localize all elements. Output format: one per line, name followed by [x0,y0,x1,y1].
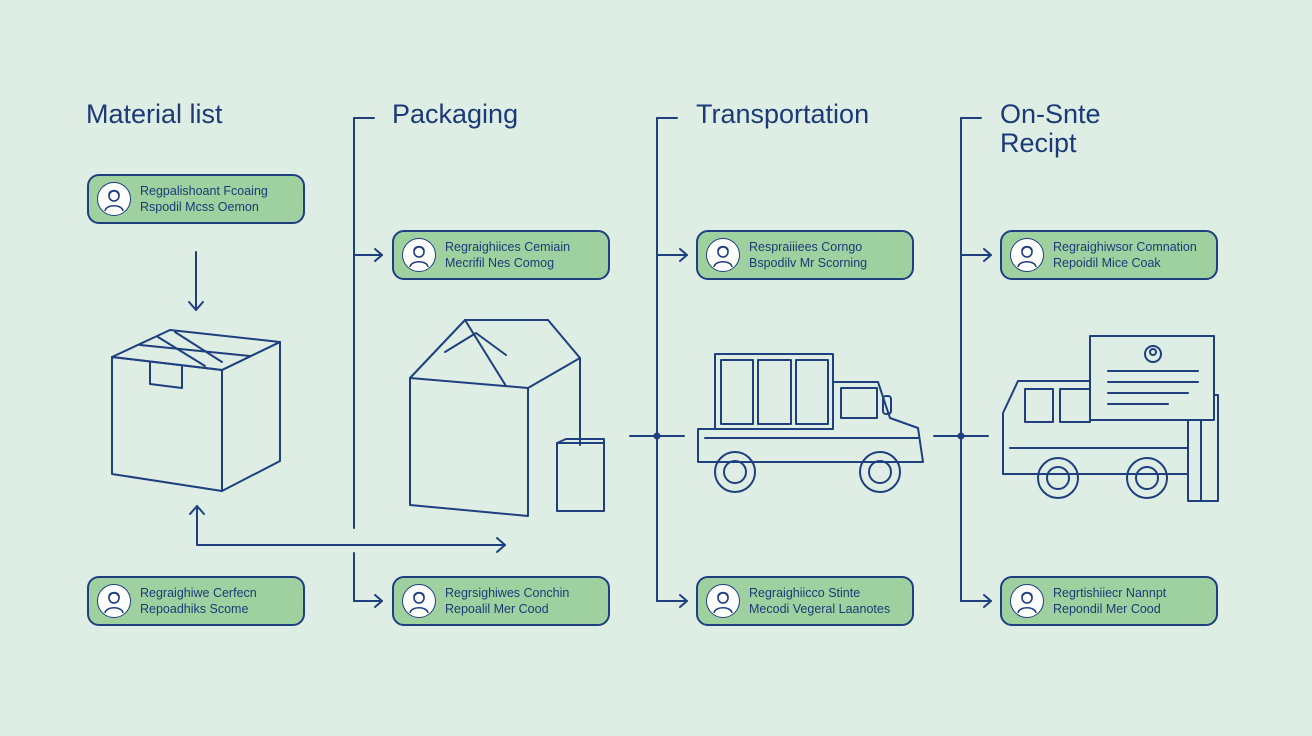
return-arrow-icon [189,505,506,553]
user-avatar-icon [706,584,740,618]
user-avatar-icon [706,238,740,272]
card-name: Repondil Mer Cood [1053,602,1161,616]
stage-title-line: On-Snte [1000,99,1101,129]
receipt-document-icon [1089,335,1215,421]
card-name: Mecodi Vegeral Laanotes [749,602,891,616]
card-text: Regraighiices Cemiain Mecrifil Nes Comog [445,239,570,271]
stage-title-on-site-receipt: On-Snte Recipt [1000,100,1101,158]
stage3-connector [656,117,688,608]
card-name: Repoalil Mer Cood [445,602,549,616]
packaging-bottom-card[interactable]: Regrsighiwes Conchin Repoalil Mer Cood [392,576,610,626]
card-name: Repoadhiks Scome [140,602,249,616]
card-name: Rspodil Mcss Oemon [140,200,259,214]
card-text: Regraighiicco Stinte Mecodi Vegeral Laan… [749,585,890,617]
user-avatar-icon [97,584,131,618]
card-role: Regraighiicco Stinte [749,586,861,600]
stage4-connector [960,117,992,608]
box-icon [111,329,281,492]
down-arrow-icon [188,251,204,311]
card-role: Regrsighiwes Conchin [445,586,570,600]
on-site-receipt-top-card[interactable]: Regraighiwsor Comnation Repoidil Mice Co… [1000,230,1218,280]
card-name: Repoidil Mice Coak [1053,256,1161,270]
card-text: Regrtishiiecr Nannpt Repondil Mer Cood [1053,585,1166,617]
card-text: Respraiiiees Corngo Bspodilv Mr Scorning [749,239,867,271]
stage2-connector [353,117,383,608]
stage-title-line: Material list [86,99,223,129]
card-name: Bspodilv Mr Scorning [749,256,868,270]
card-text: Regraighiwsor Comnation Repoidil Mice Co… [1053,239,1197,271]
material-list-bottom-card[interactable]: Regraighiwe Cerfecn Repoadhiks Scome [87,576,305,626]
stage-title-line: Recipt [1000,128,1077,158]
user-avatar-icon [1010,238,1044,272]
user-avatar-icon [97,182,131,216]
truck-icon [697,353,924,493]
card-text: Regrsighiwes Conchin Repoalil Mer Cood [445,585,569,617]
card-role: Respraiiiees Corngo [749,240,863,254]
on-site-receipt-bottom-card[interactable]: Regrtishiiecr Nannpt Repondil Mer Cood [1000,576,1218,626]
transportation-bottom-card[interactable]: Regraighiicco Stinte Mecodi Vegeral Laan… [696,576,914,626]
card-text: Regraighiwe Cerfecn Repoadhiks Scome [140,585,257,617]
user-avatar-icon [402,584,436,618]
stage-title-transportation: Transportation [696,100,869,129]
card-name: Mecrifil Nes Comog [445,256,555,270]
card-text: Regpalishoant Fcoaing Rspodil Mcss Oemon [140,183,268,215]
card-role: Regraighiwsor Comnation [1053,240,1197,254]
card-role: Regpalishoant Fcoaing [140,184,268,198]
card-role: Regraighiwe Cerfecn [140,586,257,600]
transportation-top-card[interactable]: Respraiiiees Corngo Bspodilv Mr Scorning [696,230,914,280]
stage-title-packaging: Packaging [392,100,518,129]
stage-title-line: Transportation [696,99,870,129]
user-avatar-icon [402,238,436,272]
package-house-icon [409,319,605,517]
material-list-top-card[interactable]: Regpalishoant Fcoaing Rspodil Mcss Oemon [87,174,305,224]
card-role: Regrtishiiecr Nannpt [1053,586,1167,600]
stage-title-line: Packaging [392,99,519,129]
packaging-top-card[interactable]: Regraighiices Cemiain Mecrifil Nes Comog [392,230,610,280]
card-role: Regraighiices Cemiain [445,240,571,254]
stage-title-material-list: Material list [86,100,223,129]
user-avatar-icon [1010,584,1044,618]
